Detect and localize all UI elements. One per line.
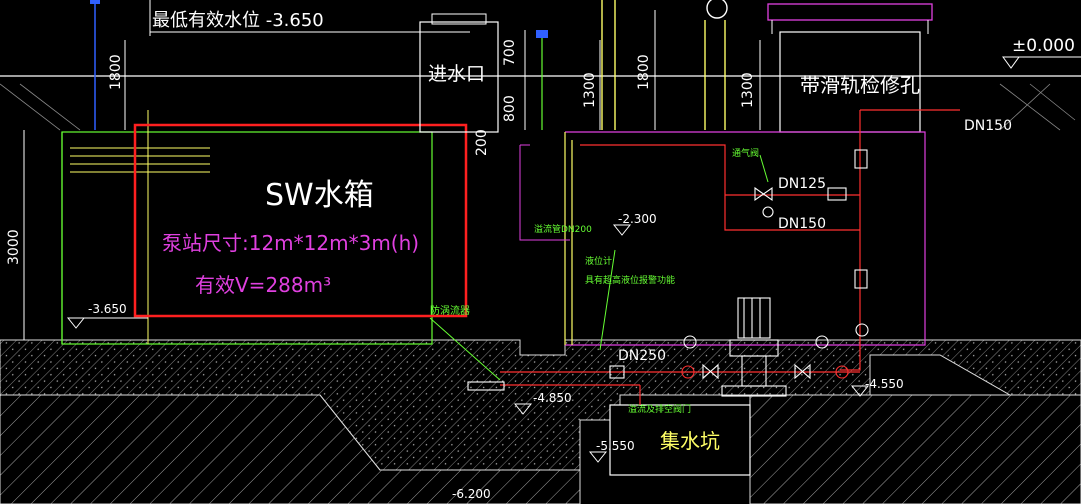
highlight-box — [133, 123, 468, 318]
level-gauge-note-label: 具有超高液位报警功能 — [585, 274, 675, 286]
note-leaders — [429, 154, 769, 381]
piping — [500, 109, 960, 405]
pump-station-size-label: 泵站尺寸:12m*12m*3m(h) — [162, 231, 419, 255]
level-gauge-label: 液位计 — [585, 255, 612, 267]
concrete-foundation — [0, 339, 1081, 504]
inlet-structure — [419, 13, 499, 133]
dn150-mid-label: DN150 — [778, 216, 826, 232]
dn125-label: DN125 — [778, 176, 826, 192]
pump-unit — [721, 297, 787, 397]
sump-pit — [609, 404, 751, 476]
elev-4550: -4.550 — [865, 377, 904, 391]
dim-200: 200 — [474, 129, 490, 156]
hatch-label: 带滑轨检修孔 — [800, 73, 920, 97]
maintenance-hatch — [767, 3, 933, 133]
inlet-label: 进水口 — [428, 63, 485, 85]
dim-1300-b: 1300 — [740, 72, 756, 108]
anti-vortex-plate — [467, 381, 505, 391]
elev-3650: -3.650 — [88, 302, 127, 316]
elevation-markers — [66, 56, 1081, 463]
dim-1800-b: 1800 — [636, 54, 652, 90]
tank-name-label: SW水箱 — [265, 178, 374, 213]
overflow-dn200-label: 溢流管DN200 — [534, 223, 592, 235]
drain-valve-note-label: 溢流及排空阀门 — [628, 403, 691, 415]
elev-5550: -5.550 — [596, 439, 635, 453]
level-marker — [90, 0, 100, 130]
sump-label: 集水坑 — [660, 429, 720, 453]
dn150-top-label: DN150 — [964, 118, 1012, 134]
dim-1300-a: 1300 — [582, 72, 598, 108]
dim-3000: 3000 — [6, 229, 22, 265]
ground-line — [0, 75, 1081, 131]
pump-room — [564, 131, 926, 346]
dim-700: 700 — [502, 39, 518, 66]
vent-valve-note-label: 通气阀 — [732, 147, 759, 159]
valves — [609, 149, 869, 380]
green-valve-marker — [536, 30, 548, 130]
ground-level-label: ±0.000 — [1012, 36, 1075, 56]
elev-2300: -2.300 — [618, 212, 657, 226]
min-water-level-line — [149, 0, 470, 36]
dim-1800-left: 1800 — [108, 54, 124, 90]
dn250-label: DN250 — [618, 348, 666, 364]
dimension-lines — [23, 10, 761, 340]
sw-water-tank — [61, 110, 433, 345]
effective-volume-label: 有效V=288m³ — [195, 273, 331, 297]
dim-800: 800 — [502, 95, 518, 122]
anti-vortex-label: 防涡流器 — [430, 304, 470, 317]
elev-6200: -6.200 — [452, 487, 491, 501]
vent-pipes — [601, 0, 728, 130]
min-water-level-label: 最低有效水位 -3.650 — [152, 10, 324, 31]
elev-4850: -4.850 — [533, 391, 572, 405]
overflow-pipe — [519, 144, 570, 241]
